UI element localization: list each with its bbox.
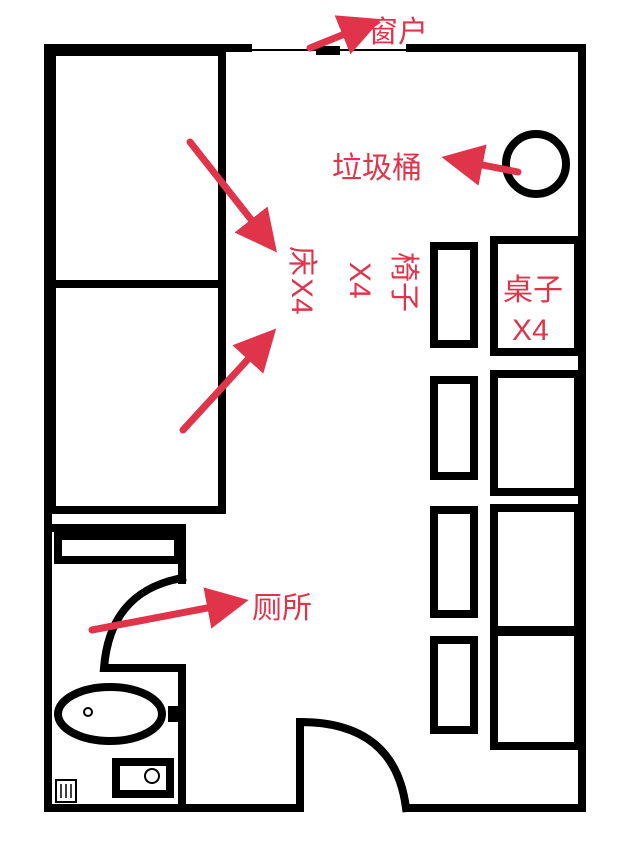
bed-arrow-lower — [179, 328, 277, 434]
bathroom-door-icon — [99, 573, 187, 672]
desk-icon — [490, 236, 582, 750]
bed-arrow-upper — [186, 138, 277, 253]
bed-label-count: X4 — [285, 278, 318, 315]
bed-icon — [48, 48, 226, 514]
toilet-arrow — [88, 587, 249, 634]
label-arrows — [88, 15, 522, 634]
door-icon — [296, 717, 411, 813]
window-icon — [250, 46, 408, 55]
outer-walls — [44, 44, 586, 812]
desk-label-name: 桌子 — [503, 273, 563, 308]
trash-can-arrow — [441, 144, 522, 186]
trash-can-label: 垃圾桶 — [332, 151, 422, 186]
bed-label-name: 床 — [284, 246, 319, 276]
bed-label: 床 X4 — [284, 246, 319, 315]
chair-label-name: 椅子 — [386, 252, 421, 312]
chair-label: 椅子 X4 — [343, 252, 421, 312]
desk-label-count: X4 — [512, 314, 549, 347]
sink-icon — [112, 758, 174, 798]
chair-label-count: X4 — [343, 262, 376, 299]
trash-can-icon — [502, 130, 570, 198]
floor-drain-icon — [55, 779, 77, 803]
bathroom-walls — [44, 524, 186, 812]
chair-icon — [430, 242, 478, 734]
window-arrow — [306, 15, 382, 55]
window-label: 窗户 — [368, 15, 428, 50]
toilet-icon — [54, 683, 178, 745]
toilet-label: 厕所 — [252, 591, 312, 626]
